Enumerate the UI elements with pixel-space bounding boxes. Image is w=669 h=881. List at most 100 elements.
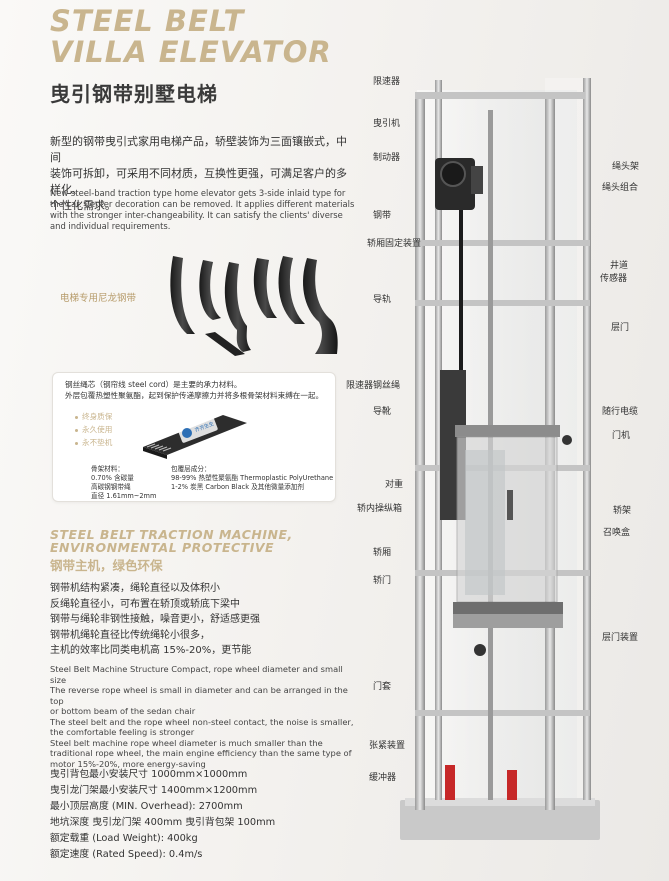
bullet-text: 终身质保 bbox=[82, 412, 113, 421]
label-door-machine: 门机 bbox=[612, 431, 631, 441]
bullet-item: 永不垫机 bbox=[75, 437, 112, 448]
label-guide-rail: 导轨 bbox=[373, 295, 392, 305]
feature-cn-line: 主机的效率比同类电机高 15%-20%，更节能 bbox=[50, 645, 252, 656]
features-chinese: 钢带机结构紧凑，绳轮直径以及体积小 反绳轮直径小，可布置在轿顶或轿底下梁中 钢带… bbox=[50, 581, 260, 659]
tension-pulley bbox=[474, 644, 486, 656]
label-car: 轿厢 bbox=[373, 548, 392, 558]
car-sill bbox=[453, 614, 563, 628]
label-traction-machine: 曳引机 bbox=[373, 119, 401, 129]
post-back-left bbox=[435, 80, 442, 800]
label-guide-shoe: 导靴 bbox=[373, 407, 392, 417]
title-chinese: 曳引钢带别墅电梯 bbox=[50, 82, 218, 106]
spec-line: 最小顶层高度 (MIN. Overhead): 2700mm bbox=[50, 801, 243, 812]
spec-line: 额定速度 (Rated Speed): 0.4m/s bbox=[50, 849, 203, 860]
label-door-frame: 门套 bbox=[373, 682, 392, 692]
label-buffer: 缓冲器 bbox=[369, 773, 397, 783]
label-speed-governor: 限速器 bbox=[373, 77, 401, 87]
steel-belt-illustration bbox=[170, 256, 338, 356]
belt-coil-1 bbox=[170, 256, 195, 334]
steel-cord-info-box: 钢丝绳芯（钢帘线 steel cord）是主要的承力材料。 外层包覆热塑性聚氨酯… bbox=[52, 372, 336, 502]
buffer-right bbox=[507, 770, 517, 800]
mini-line: 1-2% 炭黑 Carbon Black 及其他微量添加剂 bbox=[171, 483, 304, 491]
belt-coil-3 bbox=[224, 262, 251, 352]
spec-line: 曳引龙门架最小安装尺寸 1400mm×1200mm bbox=[50, 785, 258, 796]
base-plate-top bbox=[405, 798, 595, 806]
skeleton-material: 骨架材料： 0.70% 含碳量 高碳钢钢带绳 直径 1.61mm~2mm bbox=[91, 465, 156, 501]
feature-cn-line: 钢带机结构紧凑，绳轮直径以及体积小 bbox=[50, 583, 220, 594]
bullet-dot-icon bbox=[75, 441, 78, 445]
label-car-fixing-device: 轿厢固定装置 bbox=[367, 239, 422, 249]
bullet-dot-icon bbox=[75, 415, 78, 419]
features-english: Steel Belt Machine Structure Compact, ro… bbox=[50, 664, 355, 769]
feature-en-line: or bottom beam of the sedan chair bbox=[50, 706, 196, 716]
door-machine-icon bbox=[562, 435, 572, 445]
feature-en-line: traditional rope wheel, the main engine … bbox=[50, 748, 352, 758]
intro-en-line: the car. Center decoration can be remove… bbox=[50, 199, 355, 209]
label-car-operating-panel: 轿内操纵箱 bbox=[357, 504, 403, 514]
specifications-list: 曳引背包最小安装尺寸 1000mm×1000mm 曳引龙门架最小安装尺寸 140… bbox=[50, 767, 275, 863]
post-back-right bbox=[583, 78, 591, 800]
feature-cn-line: 钢带与绳轮非钢性接触，噪音更小，舒适感更强 bbox=[50, 614, 260, 625]
feature-en-line: the comfortable feeling is stronger bbox=[50, 727, 195, 737]
section-title-english: STEEL BELT TRACTION MACHINE, ENVIRONMENT… bbox=[50, 528, 293, 554]
label-tension-device: 张紧装置 bbox=[369, 741, 406, 751]
bullet-item: 终身质保 bbox=[75, 411, 112, 422]
label-brake: 制动器 bbox=[373, 153, 401, 163]
title-line-2: VILLA ELEVATOR bbox=[50, 35, 332, 69]
frame-beam bbox=[415, 710, 590, 716]
belt-cross-section-icon: 齐齐生生 bbox=[143, 415, 247, 459]
bullet-text: 永久使用 bbox=[82, 425, 113, 434]
intro-cn-line: 个性化需求。 bbox=[50, 199, 116, 212]
section-title-chinese: 钢带主机，绿色环保 bbox=[50, 558, 163, 573]
coating-composition: 包覆层成分： 98-99% 热塑性聚氨酯 Thermoplastic PolyU… bbox=[171, 465, 333, 492]
feature-en-line: The steel belt and the rope wheel non-st… bbox=[50, 716, 354, 727]
spec-line: 曳引背包最小安装尺寸 1000mm×1000mm bbox=[50, 769, 248, 780]
belt-coil-2 bbox=[199, 260, 221, 320]
label-counterweight: 对重 bbox=[385, 480, 404, 490]
belt-coil-6 bbox=[303, 258, 338, 354]
title-english: STEEL BELT VILLA ELEVATOR bbox=[50, 6, 332, 68]
intro-en-line: with the stronger inter-changeability. I… bbox=[50, 210, 343, 220]
spec-line: 额定载重 (Load Weight): 400kg bbox=[50, 833, 198, 844]
label-call-box: 召唤盒 bbox=[603, 528, 631, 538]
feature-en-line: motor 15%-20%, more energy-saving bbox=[50, 758, 206, 769]
belt-caption: 电梯专用尼龙钢带 bbox=[60, 293, 137, 304]
label-landing-door: 层门 bbox=[611, 323, 630, 333]
title-line-1: STEEL BELT bbox=[50, 4, 245, 38]
traction-pulley bbox=[440, 161, 466, 187]
car-operating-panel bbox=[507, 490, 513, 520]
mini-line: 0.70% 含碳量 bbox=[91, 474, 134, 482]
buffer-left bbox=[445, 765, 455, 800]
elevator-diagram bbox=[400, 78, 600, 840]
feature-cn-line: 反绳轮直径小，可布置在轿顶或轿底下梁中 bbox=[50, 598, 240, 610]
bullet-item: 永久使用 bbox=[75, 424, 112, 435]
info-line-1: 钢丝绳芯（钢帘线 steel cord）是主要的承力材料。 bbox=[65, 380, 242, 389]
frame-beam bbox=[415, 300, 590, 306]
feature-en-line: Steel belt machine rope wheel diameter i… bbox=[50, 737, 323, 748]
car-top bbox=[455, 425, 560, 437]
intro-en-line: and individual requirements. bbox=[50, 221, 171, 231]
label-landing-door-device: 层门装置 bbox=[602, 633, 639, 643]
frame-beam bbox=[415, 240, 590, 246]
belt-coil-5 bbox=[278, 256, 305, 324]
label-sensor: 传感器 bbox=[600, 274, 628, 284]
steel-belt bbox=[459, 210, 463, 410]
mini-line: 包覆层成分： bbox=[171, 465, 211, 473]
label-rope-head-assembly: 绳头组合 bbox=[602, 183, 639, 193]
section-title-line-1: STEEL BELT TRACTION MACHINE, bbox=[50, 527, 293, 542]
belt-strip-end bbox=[205, 332, 245, 356]
intro-cn-line: 装饰可拆卸，可采用不同材质，互换性更强，可满足客户的多样化、 bbox=[50, 167, 347, 196]
spec-line: 地坑深度 曳引龙门架 400mm 曳引背包架 100mm bbox=[50, 817, 276, 828]
label-governor-rope: 限速器钢丝绳 bbox=[346, 381, 401, 391]
belt-coil-4 bbox=[253, 258, 277, 318]
intro-cn-line: 新型的钢带曳引式家用电梯产品，轿壁装饰为三面镶嵌式，中间 bbox=[50, 135, 347, 164]
frame-beam-top bbox=[415, 92, 585, 99]
label-steel-belt: 钢带 bbox=[373, 211, 392, 221]
label-travelling-cable: 随行电缆 bbox=[602, 407, 639, 417]
section-title-line-2: ENVIRONMENTAL PROTECTIVE bbox=[50, 540, 275, 555]
mini-line: 98-99% 热塑性聚氨酯 Thermoplastic PolyUrethane bbox=[171, 474, 334, 482]
info-line-2: 外层包覆热塑性聚氨酯，起到保护传递摩擦力并将多根骨架材料束缚在一起。 bbox=[65, 391, 324, 400]
label-rope-head-frame: 绳头架 bbox=[612, 162, 640, 172]
mini-line: 直径 1.61mm~2mm bbox=[91, 492, 157, 500]
